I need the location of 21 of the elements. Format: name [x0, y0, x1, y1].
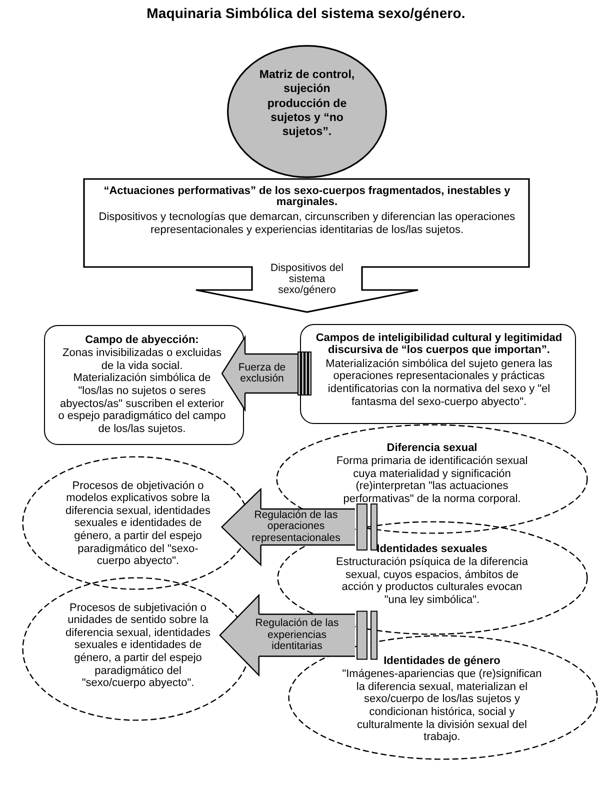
- node-text: Materialización simbólica de "los/las no sujetos o seres abyectos/as" suscriben el exterior o espejo paradigmático del campo de los/las sujetos.: [57, 372, 227, 436]
- node-text: Procesos de subjetivación o unidades de sentido sobre la diferencia sexual, identidades sexuales e identidades de género, a partir del espejo paradigmático del "sexo/cuerpo abyecto".: [64, 602, 212, 690]
- node-heading: Campos de inteligibilidad cultural y legitimidad discursiva de “los cuerpos que importan”.: [314, 332, 564, 357]
- node-text: "Imágenes-apariencias que (re)significan la diferencia sexual, materializan el sexo/cuerpo de los/las sujetos y condicionan histórica, social y culturalmente la división sexual del trabajo.: [341, 668, 543, 744]
- node-text: Dispositivos y tecnologías que demarcan, circunscriben y diferencian las operaciones representacionales y experiencias identitarias de los/las sujetos.: [98, 211, 516, 236]
- rounded-box: [300, 324, 576, 424]
- node-heading: Diferencia sexual: [386, 442, 478, 454]
- node-text: Matriz de control, sujeción producción de sujetos y “no sujetos”.: [258, 68, 356, 140]
- node-heading: Identidades sexuales: [376, 542, 488, 556]
- node-heading: “Actuaciones performativas” de los sexo-cuerpos fragmentados, inestables y marginales.: [102, 186, 512, 208]
- filled-oval: [227, 45, 387, 178]
- node-heading: Campo de abyección:: [85, 334, 199, 346]
- arrow-callout-box: [84, 179, 529, 312]
- node-text: Estructuración psíquica de la diferencia sexual, cuyos espacios, ámbitos de acción y productos culturales evocan "una ley simbólica".: [335, 556, 529, 607]
- node-text: Procesos de objetivación o modelos explicativos sobre la diferencia sexual, identidades sexuales e identidades de género, a partir del espejo paradigmático del "sexo-cuerpo abyecto".: [64, 480, 212, 568]
- diagram-title: Maquinaria Simbólica del sistema sexo/género.: [146, 5, 466, 21]
- node-text: Forma primaria de identificación sexual cuya materialidad y significación (re)interpretan "las actuaciones performativas" de la norma corporal.: [335, 455, 529, 506]
- node-text: Zonas invisibilizadas o excluidas de la vida social.: [62, 347, 222, 372]
- node-heading: Identidades de género: [384, 654, 500, 668]
- node-text: Materialización simbólica del sujeto genera las operaciones representacionales y prácticas identificatorias con la normativa del sexo y "el fantasma del sexo-cuerpo abyecto".: [324, 358, 554, 408]
- node-text: Dispositivos del sistema sexo/género: [270, 262, 344, 296]
